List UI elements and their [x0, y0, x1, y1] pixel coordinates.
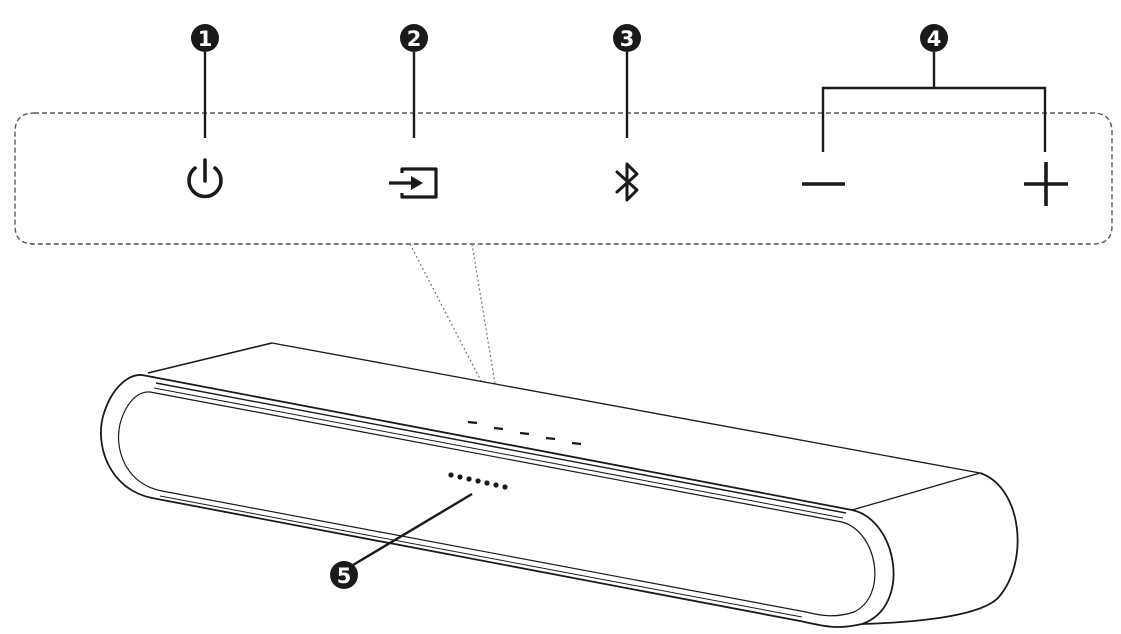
callout-4-number: 4: [927, 27, 942, 51]
callout-2: 2: [400, 24, 428, 138]
zoom-line-right: [471, 243, 499, 403]
soundbar-top-back-edge: [147, 342, 273, 374]
soundbar-bottom-bevel: [159, 495, 803, 618]
callout-4: 4: [821, 24, 1047, 152]
soundbar-right-end: [861, 472, 1019, 625]
soundbar-front-inner: [118, 391, 876, 617]
soundbar-top-surface: [142, 343, 980, 510]
callout-1: 1: [191, 24, 219, 138]
soundbar-top-bevel-2: [153, 387, 844, 519]
callout-5-number: 5: [337, 564, 352, 588]
soundbar-top-back-line: [271, 342, 981, 474]
power-icon: [187, 158, 223, 199]
led-indicator-lights: [448, 472, 508, 490]
input-source-icon: [389, 167, 438, 199]
soundbar-top-buttons: [467, 420, 582, 446]
callout-5: 5: [330, 492, 473, 589]
plus-icon: [1024, 162, 1068, 206]
callout-3: 3: [613, 24, 641, 138]
bluetooth-icon: [615, 162, 639, 202]
callout-2-number: 2: [407, 27, 422, 51]
control-panel-outline: [14, 112, 1113, 245]
soundbar-body: [100, 342, 1019, 628]
callout-3-number: 3: [620, 27, 635, 51]
soundbar-right-end-inner: [851, 472, 981, 511]
soundbar-front-outer: [100, 374, 895, 628]
callout-1-number: 1: [198, 27, 213, 51]
soundbar-top-bevel-1: [155, 382, 847, 514]
